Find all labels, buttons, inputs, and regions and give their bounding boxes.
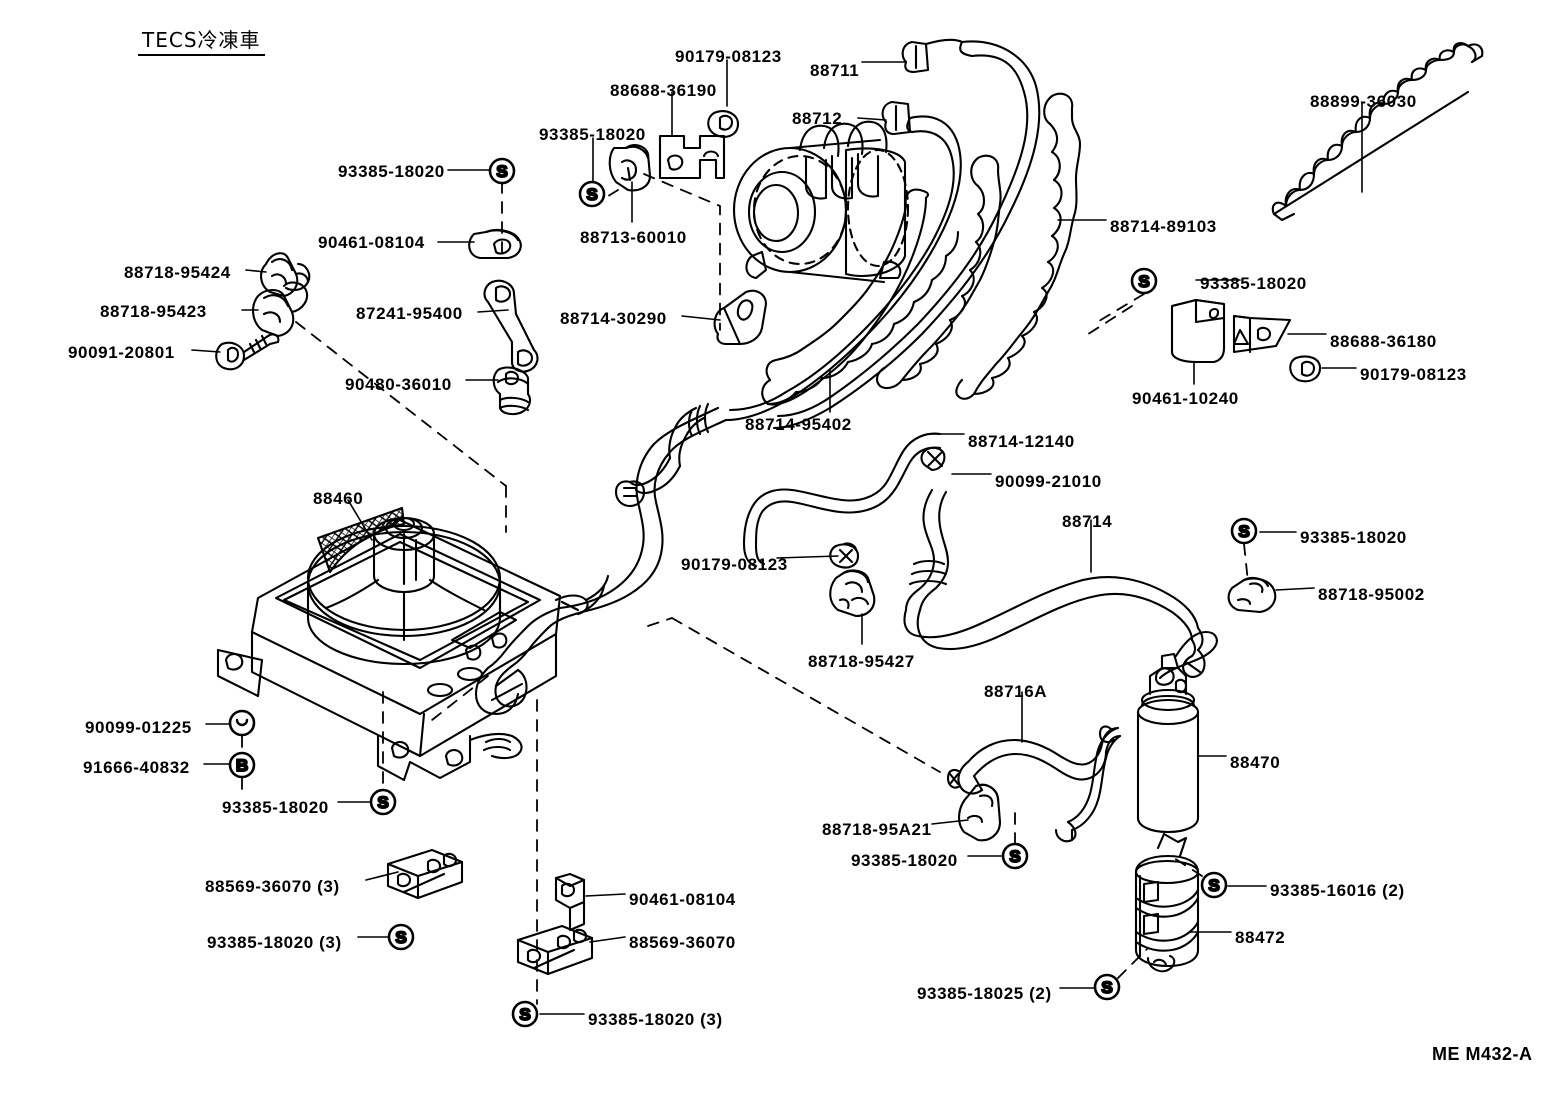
part-label-88718-95424: 88718-95424	[124, 263, 231, 282]
part-label-90461-08104-bottom: 90461-08104	[629, 890, 736, 909]
protective-corrugated-sleeve-lower	[761, 188, 960, 406]
part-label-90179-08123-center: 90179-08123	[681, 555, 788, 574]
part-label-88712: 88712	[792, 109, 843, 128]
part-label-88714-12140: 88714-12140	[968, 432, 1075, 451]
part-label-88569-36070: 88569-36070	[629, 933, 736, 952]
part-label-90099-21010: 90099-21010	[995, 472, 1102, 491]
part-label-88470: 88470	[1230, 753, 1281, 772]
part-label-88718-95427: 88718-95427	[808, 652, 915, 671]
hose-88716A	[946, 725, 1122, 843]
part-label-90179-08123-right: 90179-08123	[1360, 365, 1467, 384]
part-label-88713-60010: 88713-60010	[580, 228, 687, 247]
part-label-88718-95423: 88718-95423	[100, 302, 207, 321]
marker-circles	[228, 157, 1258, 1028]
nut-90179-08123-right	[1289, 355, 1322, 383]
diagram-title: TECS冷凍車	[138, 30, 265, 56]
nut-90179-08123-top	[707, 110, 740, 138]
part-label-93385-18025-2: 93385-18025 (2)	[917, 984, 1052, 1003]
part-label-87241-95400: 87241-95400	[356, 304, 463, 323]
part-label-88718-95002: 88718-95002	[1318, 585, 1425, 604]
part-label-91666-40832: 91666-40832	[83, 758, 190, 777]
clip-88718-95423	[252, 281, 309, 338]
part-label-88711: 88711	[810, 61, 860, 80]
bracket-88688-36190	[658, 134, 726, 180]
fitting-88714-30290	[713, 289, 768, 346]
grommet-90480-36010	[492, 366, 532, 416]
hose-88711-line	[772, 40, 1041, 430]
bushing-90461-08104-top	[468, 228, 522, 260]
part-label-88714-89103: 88714-89103	[1110, 217, 1217, 236]
part-label-88714-30290: 88714-30290	[560, 309, 667, 328]
hose-branch-ferrule	[614, 402, 710, 508]
screw-90091-20801	[215, 333, 280, 371]
part-label-90091-20801: 90091-20801	[68, 343, 175, 362]
protective-corrugated-sleeve-mid	[876, 154, 1002, 390]
part-label-93385-18020-f: 93385-18020	[851, 851, 958, 870]
corrugated-strip-88899-36030	[1271, 42, 1484, 222]
bracket-88569-36070-right	[516, 924, 594, 976]
evaporator-inlet-pipe	[576, 574, 610, 616]
receiver-drier-cylinder	[1136, 652, 1200, 834]
bracket-88569-36070-left	[386, 848, 464, 900]
part-label-93385-18020-b: 93385-18020	[539, 125, 646, 144]
part-label-93385-18020-e: 93385-18020	[222, 798, 329, 817]
part-label-90461-10240: 90461-10240	[1132, 389, 1239, 408]
hose-88714-12140	[742, 432, 942, 568]
compressor-assembly	[732, 120, 910, 284]
protective-corrugated-sleeve-upper	[955, 92, 1082, 400]
part-label-90480-36010: 90480-36010	[345, 375, 452, 394]
part-label-88899-36030: 88899-36030	[1310, 92, 1417, 111]
part-label-93385-18020-d: 93385-18020	[1300, 528, 1407, 547]
part-label-93385-16016-2: 93385-16016 (2)	[1270, 881, 1405, 900]
bracket-88688-36180	[1232, 314, 1292, 354]
clamp-88713-60010	[608, 144, 652, 192]
fitting-88711	[901, 38, 964, 74]
bracket-90461-10240	[1170, 298, 1226, 364]
part-label-93385-18020-3-b: 93385-18020 (3)	[588, 1010, 723, 1029]
part-label-88714: 88714	[1062, 512, 1113, 531]
stay-87241-95400	[483, 279, 539, 373]
evaporator-blower-unit	[216, 506, 589, 782]
hose-88712-line	[724, 115, 962, 422]
part-label-90099-01225: 90099-01225	[85, 718, 192, 737]
part-label-88714-95402: 88714-95402	[745, 415, 852, 434]
drier-inlet-tube	[1158, 630, 1218, 680]
part-label-88460: 88460	[313, 489, 364, 508]
clip-88718-95424	[260, 252, 311, 298]
part-label-90179-08123-top: 90179-08123	[675, 47, 782, 66]
part-label-93385-18020-c: 93385-18020	[1200, 274, 1307, 293]
part-label-88569-36070-3: 88569-36070 (3)	[205, 877, 340, 896]
part-label-88472: 88472	[1235, 928, 1286, 947]
part-label-88718-95A21: 88718-95A21	[822, 820, 932, 839]
fitting-88712	[881, 100, 912, 136]
receiver-drier-clamp	[1134, 832, 1200, 973]
part-label-93385-18020-3-a: 93385-18020 (3)	[207, 933, 342, 952]
part-label-88688-36190: 88688-36190	[610, 81, 717, 100]
part-label-88716A: 88716A	[984, 682, 1048, 701]
part-label-88688-36180: 88688-36180	[1330, 332, 1437, 351]
sheet-code: ME M432-A	[1432, 1044, 1533, 1064]
bushing-90461-08104-bottom	[554, 872, 586, 932]
part-label-90461-08104-top: 90461-08104	[318, 233, 425, 252]
clip-88718-95427	[829, 569, 876, 618]
clip-88718-95002	[1227, 576, 1277, 614]
part-label-93385-18020-a: 93385-18020	[338, 162, 445, 181]
clip-88718-95A21	[958, 783, 1002, 842]
